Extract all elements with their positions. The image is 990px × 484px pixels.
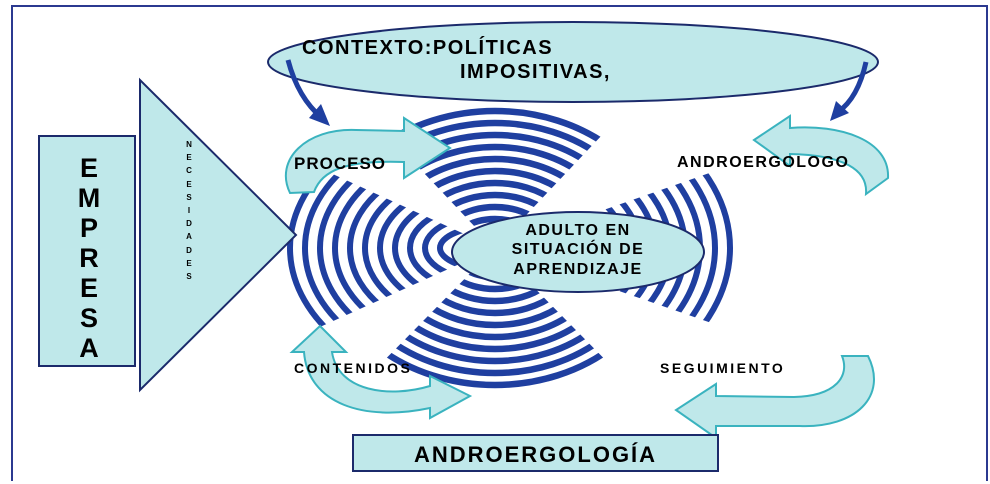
necesidades-letter: N	[186, 140, 192, 149]
empresa-letter: A	[79, 333, 99, 363]
necesidades-letter: D	[186, 245, 192, 255]
necesidades-letter: A	[186, 232, 192, 242]
androergologo-label: ANDROERGOLOGO	[677, 154, 850, 171]
empresa-letter: E	[79, 153, 98, 183]
contenidos-curved-arrow	[289, 324, 473, 420]
context-left-arrowhead	[309, 104, 330, 126]
necesidades-letter: S	[186, 272, 192, 282]
necesidades-letter: D	[186, 219, 192, 229]
proceso-curved-arrow	[284, 116, 452, 195]
necesidades-letter: E	[186, 258, 192, 268]
center-line-3: APRENDIZAJE	[513, 261, 643, 278]
proceso-label: PROCESO	[294, 154, 387, 173]
necesidades-letter: E	[186, 179, 192, 189]
waves-left	[287, 150, 495, 345]
androergologia-box: ANDROERGOLOGÍA	[352, 434, 719, 472]
necesidades-letter: S	[186, 192, 192, 202]
center-line-1: ADULTO EN	[525, 222, 631, 239]
empresa-box: E M P R E S A	[38, 135, 136, 367]
contenidos-label: CONTENIDOS	[294, 360, 413, 376]
necesidades-letter: C	[186, 166, 192, 176]
necesidades-letter: E	[186, 153, 192, 163]
diagram-frame	[11, 5, 988, 481]
context-line-1: CONTEXTO:POLÍTICAS	[302, 37, 554, 59]
context-line-2: IMPOSITIVAS,	[460, 61, 611, 83]
context-right-arrowhead	[830, 101, 849, 121]
context-ellipse	[267, 21, 879, 103]
empresa-letter: E	[79, 273, 98, 303]
seguimiento-label: SEGUIMIENTO	[660, 360, 786, 376]
empresa-letter: P	[79, 213, 98, 243]
androergologia-label: ANDROERGOLOGÍA	[413, 442, 658, 467]
center-ellipse	[451, 211, 705, 293]
necesidades-label: N E C E S I D A D E S	[177, 138, 201, 283]
empresa-letter: M	[77, 183, 101, 213]
center-line-2: SITUACIÓN DE	[511, 241, 645, 258]
empresa-letter: R	[79, 243, 99, 273]
necesidades-letter: I	[187, 206, 191, 216]
necesidades-triangle	[139, 77, 298, 393]
androergologo-curved-arrow	[752, 114, 890, 197]
empresa-letter: S	[79, 303, 98, 333]
